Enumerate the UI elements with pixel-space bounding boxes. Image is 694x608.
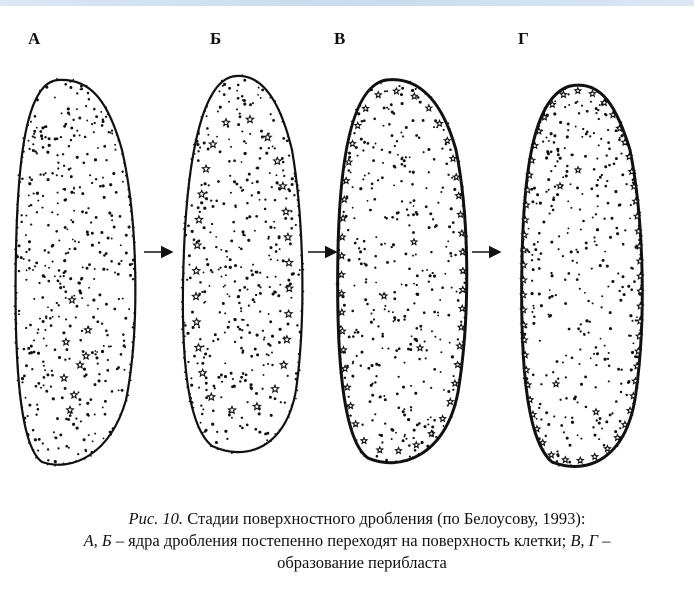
caption-fig-prefix: Рис. 10. — [129, 509, 184, 528]
caption-line-2: А, Б – ядра дробления постепенно переход… — [0, 530, 694, 552]
egg-stage-g — [520, 84, 644, 468]
cleavage-stages-figure: А Б В Г — [0, 0, 694, 500]
caption-dash: – — [598, 531, 610, 550]
stage-label-g: Г — [518, 29, 529, 48]
caption-text-ab: – ядра дробления постепенно переходят на… — [112, 531, 571, 550]
stage-label-a: А — [28, 29, 41, 48]
egg-stage-v — [336, 79, 468, 464]
stage-label-b: Б — [210, 29, 221, 48]
caption-line-3: образование перибласта — [0, 552, 694, 574]
egg-stage-a — [14, 78, 137, 467]
caption-italic-ab: А, Б — [84, 531, 112, 550]
caption-line-1: Рис. 10. Стадии поверхностного дробления… — [0, 508, 694, 530]
stage-label-v: В — [334, 29, 345, 48]
caption-title: Стадии поверхностного дробления (по Бело… — [183, 509, 585, 528]
figure-caption: Рис. 10. Стадии поверхностного дробления… — [0, 508, 694, 574]
egg-stage-b — [181, 74, 305, 454]
caption-italic-vg: В, Г — [570, 531, 598, 550]
